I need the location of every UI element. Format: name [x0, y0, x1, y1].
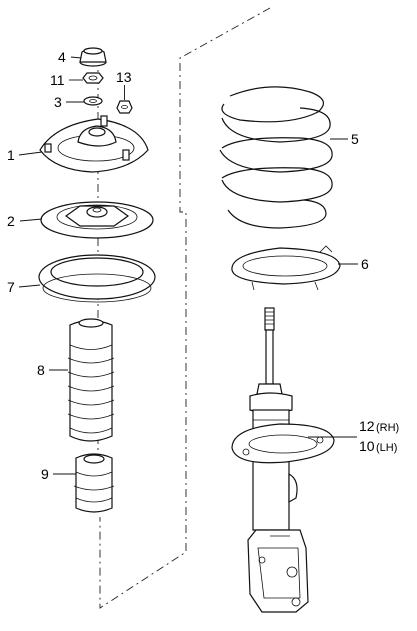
callout-8: 8	[37, 362, 45, 378]
part-8-dust-boot	[67, 318, 115, 442]
part-1-strut-mount	[39, 115, 149, 173]
callout-9: 9	[41, 466, 49, 482]
part-9-bump-stop	[73, 453, 115, 513]
callout-10-side: (LH)	[376, 442, 397, 454]
leader-2	[19, 218, 43, 222]
callout-12-side: (RH)	[376, 422, 399, 434]
leader-1	[18, 151, 43, 156]
callout-5: 5	[351, 131, 359, 147]
part-13-flange-nut	[116, 85, 133, 114]
part-11-nut	[82, 72, 104, 84]
callout-2: 2	[7, 213, 15, 229]
callout-13: 13	[116, 69, 132, 85]
part-4-dust-cap	[79, 47, 107, 67]
strut-shock-absorber	[231, 307, 335, 613]
callout-4: 4	[58, 49, 66, 65]
callout-10: 10	[359, 438, 375, 454]
part-7-spring-insulator	[38, 254, 156, 303]
callout-3: 3	[54, 94, 62, 110]
callout-1: 1	[7, 147, 15, 163]
leader-7	[18, 284, 41, 288]
callout-12: 12	[359, 418, 375, 434]
part-3-washer	[83, 96, 103, 106]
callout-6: 6	[361, 256, 369, 272]
assembly-boundary-line	[99, 7, 271, 609]
part-5-coil-spring	[219, 86, 333, 229]
callout-7: 7	[7, 279, 15, 295]
callout-11: 11	[50, 72, 65, 88]
part-2-spring-upper-seat	[40, 201, 154, 239]
leader-4	[70, 56, 82, 59]
part-6-spring-lower-pad	[231, 245, 341, 291]
